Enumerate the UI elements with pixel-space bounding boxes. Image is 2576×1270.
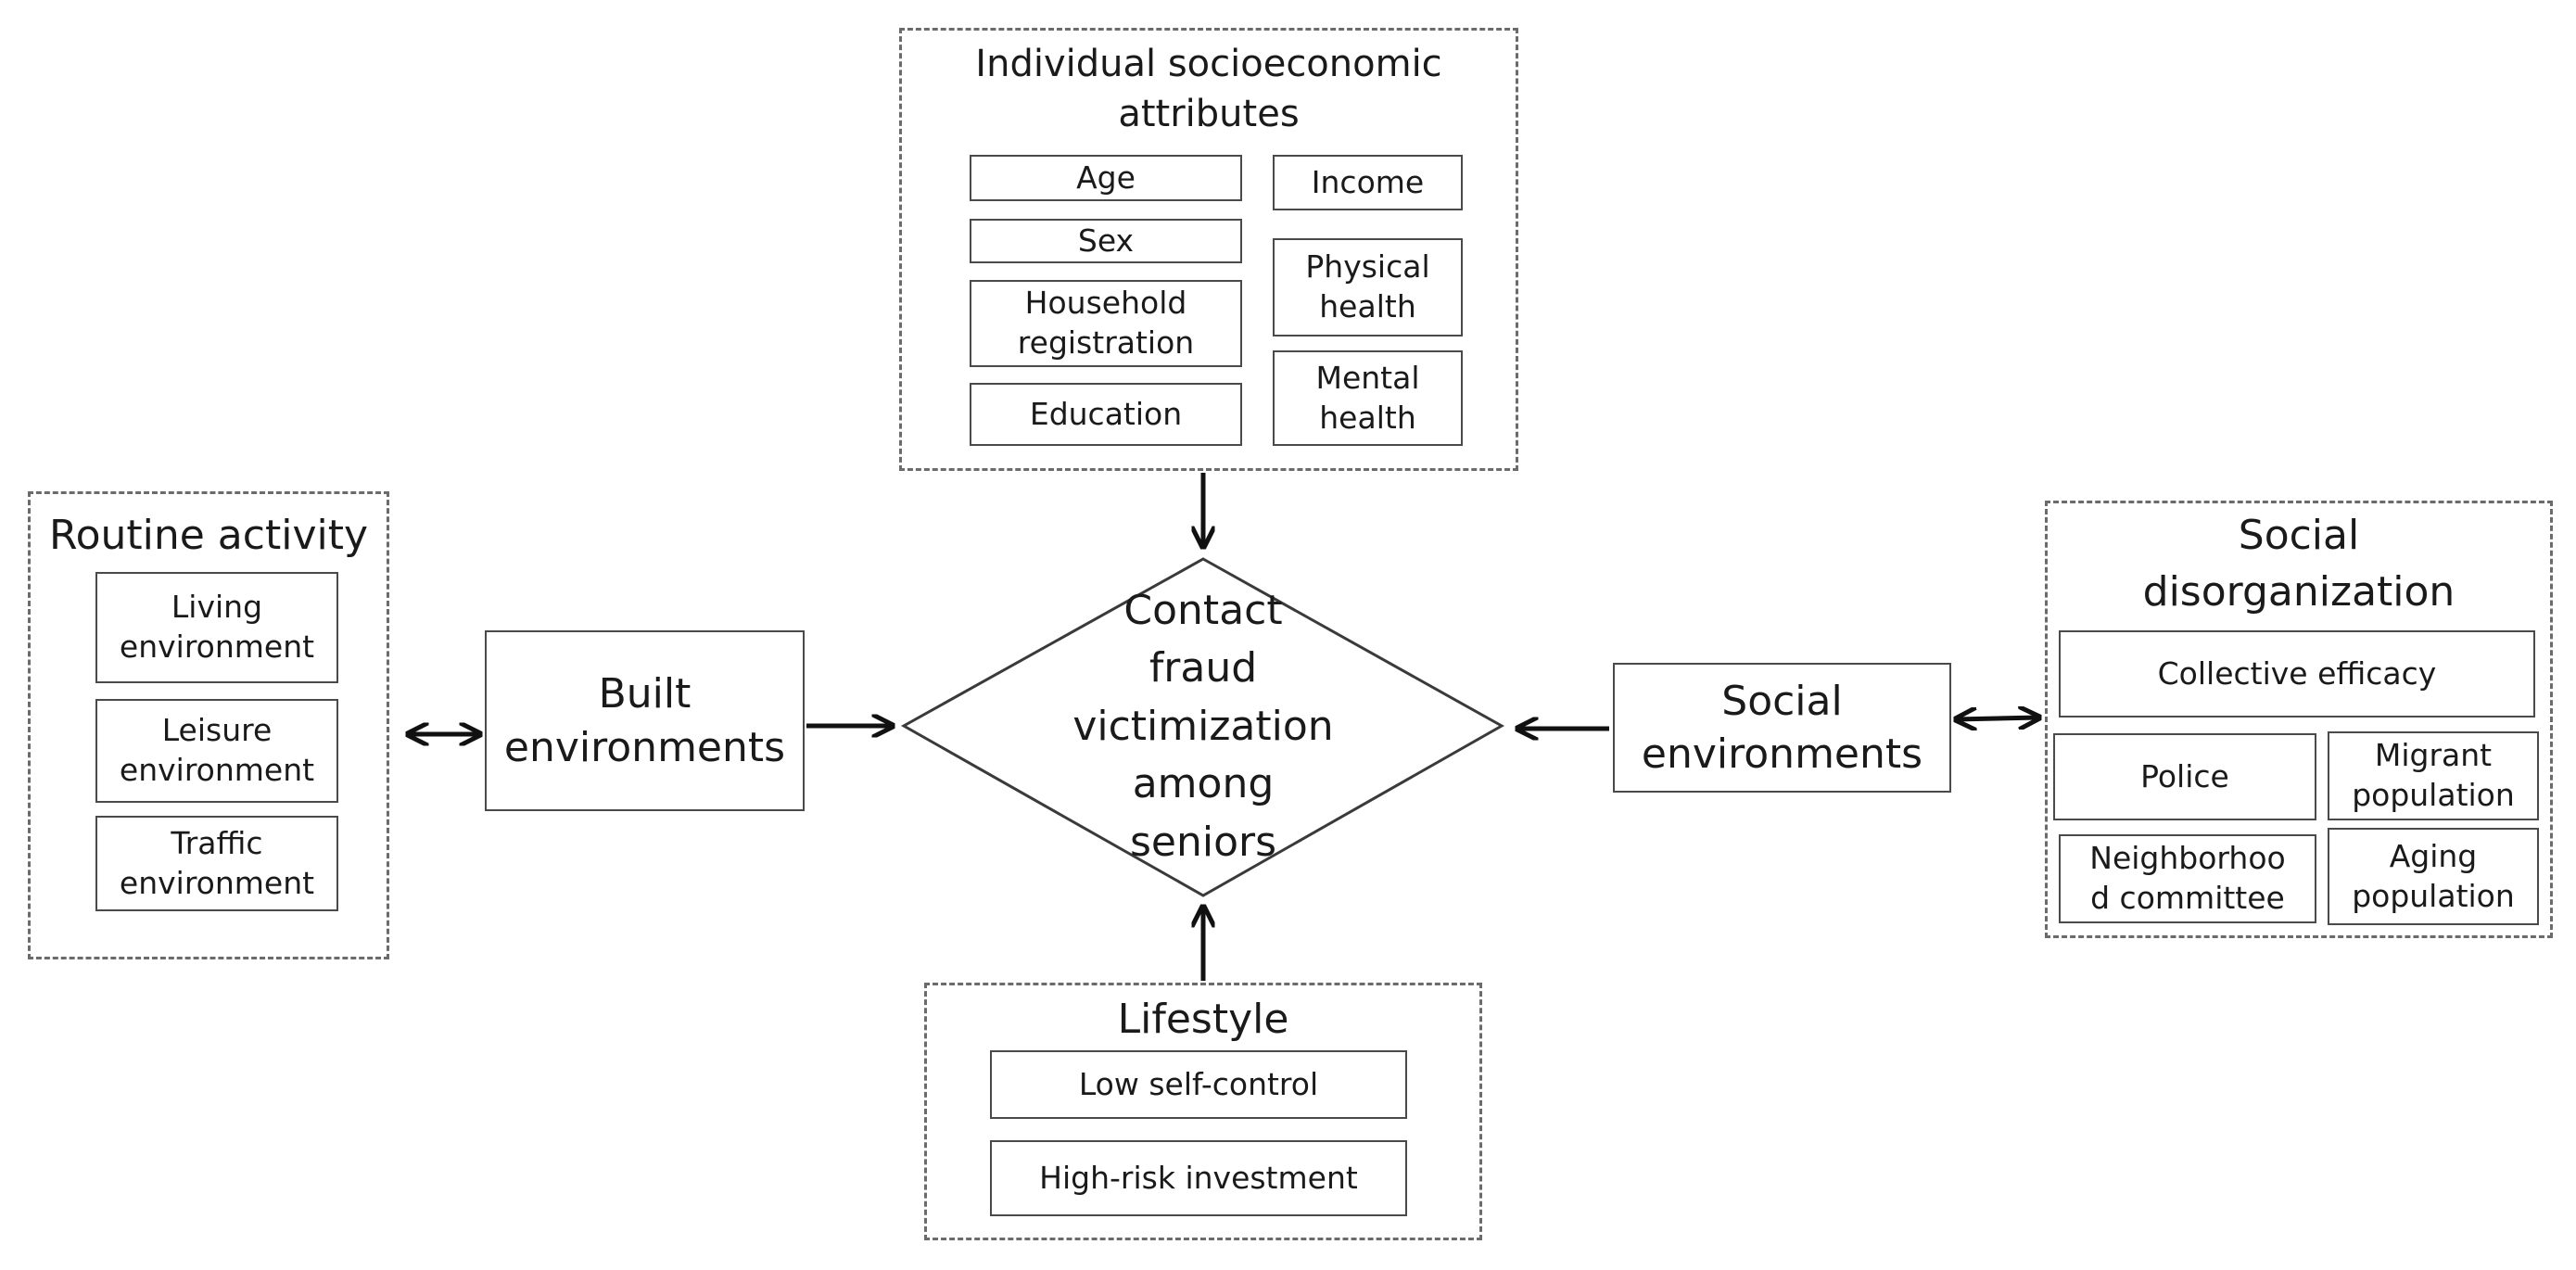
police-box: Police (2053, 733, 2316, 820)
routine-activity-title: Routine activity (48, 512, 368, 559)
arrow-social-disorg-bidirectional (1956, 718, 2039, 719)
individual-attributes-title: Individual socioeconomic attributes (975, 43, 1442, 135)
center-diamond-label: Contact fraud victimization among senior… (1072, 587, 1334, 866)
collective-efficacy-box: Collective efficacy (2059, 630, 2535, 718)
income-box: Income (1273, 155, 1463, 210)
low-self-control-box: Low self-control (990, 1050, 1407, 1119)
age-box: Age (970, 155, 1242, 201)
routine-activity-group (28, 491, 389, 959)
education-box: Education (970, 383, 1242, 446)
lifestyle-group (924, 983, 1482, 1240)
social-disorganization-title: Social disorganization (2142, 512, 2455, 616)
high-risk-investment-box: High-risk investment (990, 1140, 1407, 1216)
center-diamond (900, 557, 1505, 897)
social-disorganization-group (2045, 501, 2553, 938)
lifestyle-title: Lifestyle (1117, 996, 1289, 1043)
sex-box: Sex (970, 219, 1242, 263)
individual-attributes-group (899, 28, 1518, 471)
